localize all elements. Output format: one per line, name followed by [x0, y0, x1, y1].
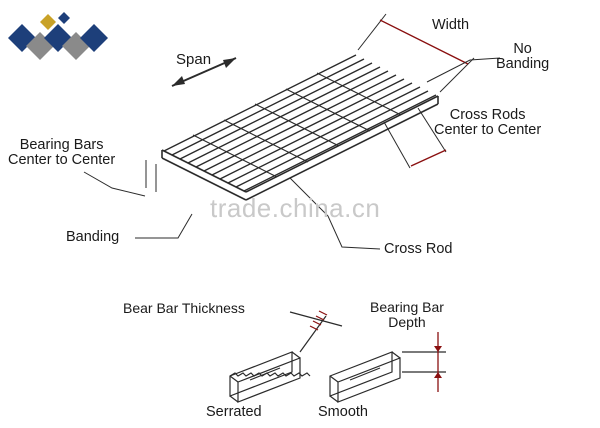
bearing-bars-ctc-label: Bearing Bars Center to Center: [8, 137, 116, 169]
smooth-bar: [329, 332, 446, 403]
banding-label: Banding: [66, 229, 120, 245]
company-logo: [8, 12, 108, 60]
smooth-label: Smooth: [318, 404, 368, 420]
bearing-bar-depth-label: Bearing Bar Depth: [370, 299, 444, 330]
cross-rod-label: Cross Rod: [384, 241, 453, 257]
bear-bar-thickness-label: Bear Bar Thickness: [123, 300, 245, 316]
grating-panel: [161, 54, 439, 201]
serrated-bar: [229, 310, 343, 403]
watermark: trade.china.cn: [210, 193, 381, 223]
no-banding-label: No Banding: [496, 41, 550, 73]
cross-rods-ctc-label: Cross Rods Center to Center: [434, 107, 542, 139]
width-dimension: [357, 13, 475, 93]
leader-lines: [83, 57, 501, 250]
width-label: Width: [432, 17, 470, 33]
span-arrow: [171, 57, 237, 87]
span-label: Span: [176, 51, 212, 68]
serrated-label: Serrated: [206, 404, 262, 420]
